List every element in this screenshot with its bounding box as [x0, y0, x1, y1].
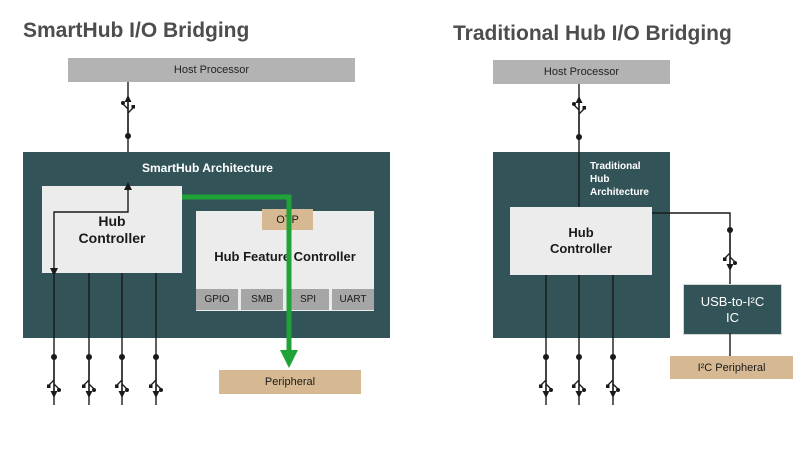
left-internal-arrowhead-down — [50, 268, 58, 276]
usb-icon — [114, 353, 130, 399]
right-bridge-link — [652, 212, 731, 284]
usb-to-i2c-ic-line1: USB-to-I²C — [700, 293, 765, 309]
left-internal-arrowhead — [124, 182, 132, 190]
usb-icon — [120, 94, 136, 140]
port-uart: UART — [332, 289, 374, 310]
usb-icon — [81, 353, 97, 399]
left-architecture-label: SmartHub Architecture — [142, 161, 273, 175]
port-smb: SMB — [241, 289, 283, 310]
left-feature-controller-label: Hub Feature Controller — [214, 249, 356, 264]
i2c-peripheral: I²C Peripheral — [670, 356, 793, 379]
usb-icon — [148, 353, 164, 399]
usb-icon — [722, 226, 738, 272]
left-hub-controller-line2: Controller — [78, 229, 146, 246]
right-architecture-label-line2: Hub — [590, 174, 610, 185]
usb-to-i2c-ic: USB-to-I²C IC — [683, 284, 782, 335]
right-hub-controller-line2: Controller — [549, 241, 613, 256]
port-spi: SPI — [287, 289, 329, 310]
left-host-processor: Host Processor — [68, 58, 355, 82]
left-hub-controller-line1: Hub — [98, 212, 126, 229]
right-title: Traditional Hub I/O Bridging — [453, 22, 732, 45]
port-gpio: GPIO — [196, 289, 238, 310]
green-data-path — [182, 194, 292, 352]
usb-to-i2c-ic-line2: IC — [726, 309, 739, 325]
usb-icon — [46, 353, 62, 399]
right-architecture-label-line3: Architecture — [590, 187, 649, 198]
left-title: SmartHub I/O Bridging — [23, 19, 250, 42]
usb-icon — [538, 353, 554, 399]
right-architecture-label-line1: Traditional — [590, 161, 641, 172]
usb-icon — [605, 353, 621, 399]
left-internal-path — [53, 188, 129, 270]
right-architecture-label: Traditional Hub Architecture — [590, 160, 649, 199]
green-path-arrowhead — [280, 350, 298, 368]
left-peripheral: Peripheral — [219, 370, 361, 394]
right-hub-controller-line1: Hub — [568, 225, 594, 240]
usb-icon — [571, 95, 587, 141]
left-hub-controller: Hub Controller — [42, 186, 182, 273]
usb-icon — [571, 353, 587, 399]
right-host-processor: Host Processor — [493, 60, 670, 84]
right-hub-controller: Hub Controller — [510, 207, 652, 275]
